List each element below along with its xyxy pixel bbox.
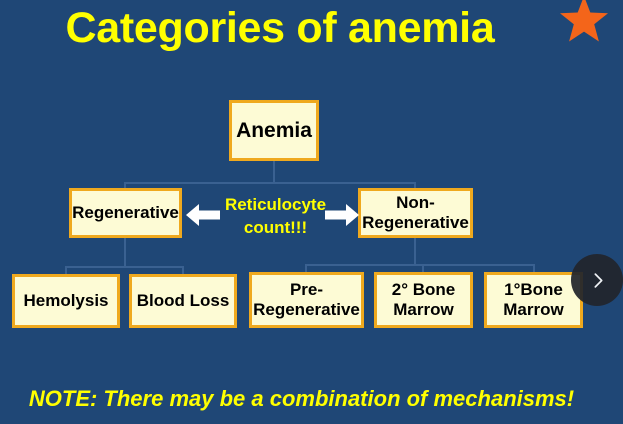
arrow-left-icon bbox=[186, 203, 220, 227]
arrow-right-icon bbox=[325, 203, 359, 227]
connector-nonregenerative-stem bbox=[414, 238, 416, 264]
footer-note: NOTE: There may be a combination of mech… bbox=[28, 386, 575, 411]
flow-node-non-regenerative: Non- Regenerative bbox=[358, 188, 473, 238]
next-slide-button[interactable] bbox=[571, 254, 623, 306]
page-title: Categories of anemia bbox=[65, 4, 495, 52]
connector-drop-regenerative bbox=[124, 182, 126, 190]
star-icon bbox=[559, 0, 609, 44]
connector-regenerative-bar bbox=[65, 266, 184, 268]
flow-node-label: Hemolysis bbox=[23, 291, 109, 310]
connector-drop-bone-marrow-2 bbox=[422, 264, 424, 274]
flow-node-hemolysis: Hemolysis bbox=[12, 274, 120, 328]
connector-nonregenerative-bar bbox=[305, 264, 533, 266]
flow-node-pre-regenerative: Pre- Regenerative bbox=[249, 272, 364, 328]
flow-node-label: Regenerative bbox=[72, 203, 179, 222]
connector-regenerative-stem bbox=[124, 238, 126, 266]
connector-anemia-stem bbox=[273, 161, 275, 183]
flow-node-label: Anemia bbox=[236, 118, 312, 142]
connector-drop-nonregenerative bbox=[414, 182, 416, 190]
connector-drop-hemolysis bbox=[65, 266, 67, 276]
flow-node-label: 1°Bone Marrow bbox=[503, 280, 564, 319]
flow-node-label: Pre- Regenerative bbox=[253, 280, 360, 319]
flow-node-label: 2° Bone Marrow bbox=[391, 280, 456, 319]
flow-node-label: Blood Loss bbox=[136, 291, 230, 310]
flow-node-regenerative: Regenerative bbox=[69, 188, 182, 238]
chevron-right-icon bbox=[593, 272, 603, 288]
connector-drop-bone-marrow-1 bbox=[533, 264, 535, 274]
connector-level1-bar bbox=[124, 182, 416, 184]
connector-drop-bloodloss bbox=[182, 266, 184, 276]
reticulocyte-count-label: Reticulocyte count!!! bbox=[224, 195, 327, 237]
flow-node-anemia: Anemia bbox=[229, 100, 319, 161]
flow-node-blood-loss: Blood Loss bbox=[129, 274, 237, 328]
connector-drop-preregenerative bbox=[305, 264, 307, 274]
flow-node-primary-bone-marrow: 1°Bone Marrow bbox=[484, 272, 583, 328]
flow-node-secondary-bone-marrow: 2° Bone Marrow bbox=[374, 272, 473, 328]
flow-node-label: Non- Regenerative bbox=[362, 193, 469, 232]
